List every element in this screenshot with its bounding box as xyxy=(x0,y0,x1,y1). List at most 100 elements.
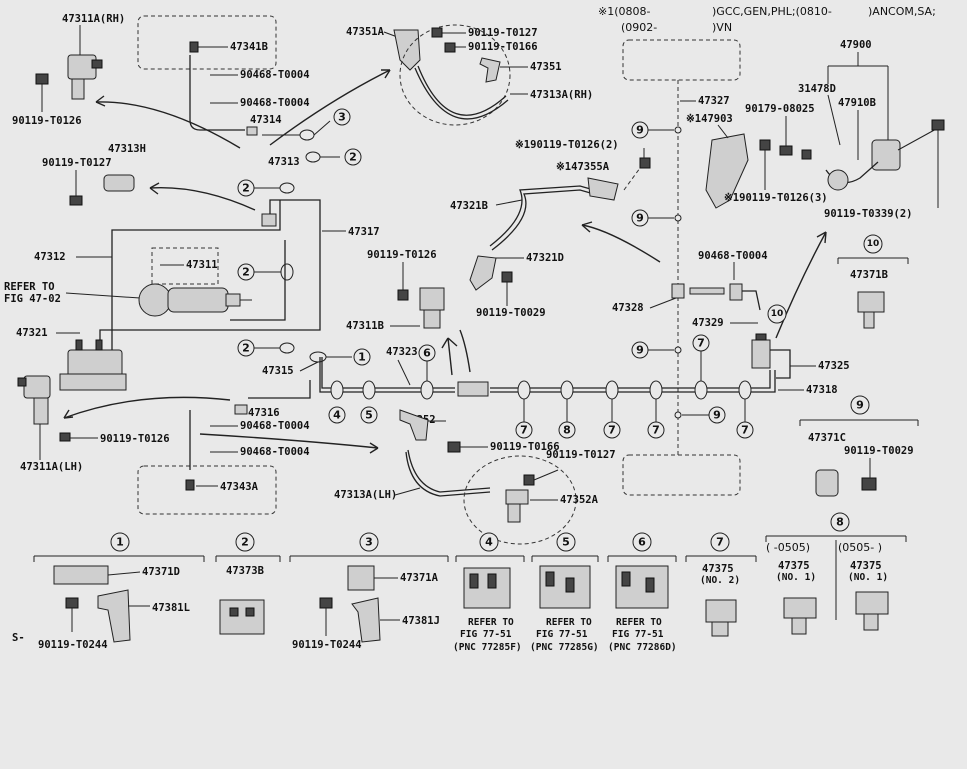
refer-5-c: (PNC 77285G) xyxy=(530,642,599,653)
valve-47311A-RH xyxy=(67,54,103,100)
label-90119-T0029-b: 90119-T0029 xyxy=(844,445,914,457)
label-90119-T0127-c: 90119-T0127 xyxy=(546,449,616,461)
label-47351: 47351 xyxy=(530,61,562,73)
header-line1-b: )GCC,GEN,PHL;(0810- xyxy=(712,5,832,18)
label-90119-T0126-b: 90119-T0126 xyxy=(367,249,437,261)
header-line1-c: )ANCOM,SA; xyxy=(868,5,936,18)
refer-6-b: FIG 77-51 xyxy=(612,629,664,640)
label-90468-T0004-c: 90468-T0004 xyxy=(240,420,310,432)
label-no1-b: (NO. 1) xyxy=(848,572,888,583)
union-joint xyxy=(457,381,489,397)
bracket-147903 xyxy=(705,133,749,209)
svg-text:10: 10 xyxy=(771,309,784,319)
label-47381J: 47381J xyxy=(402,615,440,627)
label-147903: ※147903 xyxy=(686,113,733,125)
link-rod-47328 xyxy=(671,283,761,311)
label-90119-T0126-2: ※190119-T0126(2) xyxy=(515,139,619,151)
range-a: ( -0505) xyxy=(766,541,810,554)
label-47371D: 47371D xyxy=(142,566,180,578)
label-147355A: ※147355A xyxy=(556,161,610,173)
svg-text:4: 4 xyxy=(333,409,341,422)
dashed-ellipse-lh xyxy=(463,455,577,545)
label-no2: (NO. 2) xyxy=(700,575,740,586)
label-90119-T0339-2: 90119-T0339(2) xyxy=(824,208,913,220)
refer-fig4702-a: REFER TO xyxy=(4,281,55,293)
callout-10-a xyxy=(767,304,787,324)
svg-text:2: 2 xyxy=(242,342,250,355)
header-line2-b: )VN xyxy=(712,21,732,34)
refer-fig4702-b: FIG 47-02 xyxy=(4,293,61,305)
ref-box-top-left xyxy=(137,15,277,70)
label-47375-no1-a: 47375 xyxy=(778,560,810,572)
svg-text:7: 7 xyxy=(520,424,528,437)
label-47351A: 47351A xyxy=(346,26,385,38)
sensor-47325 xyxy=(751,333,771,369)
label-90468-T0004-e: 90468-T0004 xyxy=(698,250,768,262)
label-47323: 47323 xyxy=(386,346,418,358)
refer-5-a: REFER TO xyxy=(546,617,592,628)
bottom-group-6: 6 REFER TO FIG 77-51 (PNC 77286D) xyxy=(607,532,677,653)
ref-box-bottom-left xyxy=(137,465,277,515)
label-no1-a: (NO. 1) xyxy=(776,572,816,583)
label-47313A-LH: 47313A(LH) xyxy=(334,489,397,501)
label-47329: 47329 xyxy=(692,317,724,329)
refer-6-a: REFER TO xyxy=(616,617,662,628)
pipe-47321B xyxy=(489,185,595,247)
arrow-to-47311A-RH xyxy=(95,101,241,149)
svg-text:7: 7 xyxy=(716,536,724,549)
svg-text:2: 2 xyxy=(241,536,249,549)
svg-text:1: 1 xyxy=(358,351,366,364)
height-sensor-47900 xyxy=(779,119,945,191)
label-47311B: 47311B xyxy=(346,320,384,332)
label-47313H: 47313H xyxy=(108,143,146,155)
label-90119-T0126-a: 90119-T0126 xyxy=(12,115,82,127)
svg-text:4: 4 xyxy=(485,536,493,549)
label-47311A-RH: 47311A(RH) xyxy=(62,13,125,25)
actuator-47321 xyxy=(59,339,127,391)
label-47321B: 47321B xyxy=(450,200,488,212)
svg-text:3: 3 xyxy=(365,536,373,549)
label-47371A: 47371A xyxy=(400,572,439,584)
pipe-47317 xyxy=(99,199,321,360)
hose-47313A-RH xyxy=(414,67,509,120)
label-47314: 47314 xyxy=(250,114,282,126)
label-90468-T0004-b: 90468-T0004 xyxy=(240,97,310,109)
ref-box-bottom-center xyxy=(622,454,741,496)
svg-text:5: 5 xyxy=(562,536,570,549)
label-90119-T0166-b: 90119-T0166 xyxy=(490,441,560,453)
label-90119-T0126-3: ※190119-T0126(3) xyxy=(724,192,828,204)
bottom-group-1: 1 47371D 47381L 90119-T0244 xyxy=(33,532,205,651)
label-90468-T0004-a: 90468-T0004 xyxy=(240,69,310,81)
callout-9-c xyxy=(850,395,870,415)
label-90119-T0126-c: 90119-T0126 xyxy=(100,433,170,445)
master-cylinder xyxy=(138,283,252,317)
label-47328: 47328 xyxy=(612,302,644,314)
refer-5-b: FIG 77-51 xyxy=(536,629,588,640)
bracket-147355A xyxy=(587,177,619,201)
clip-47371B xyxy=(857,291,885,329)
label-90119-T0029-a: 90119-T0029 xyxy=(476,307,546,319)
dashed-box-47311 xyxy=(151,247,219,285)
label-90119-T0127-a: 90119-T0127 xyxy=(42,157,112,169)
svg-text:9: 9 xyxy=(636,212,644,225)
label-47371B: 47371B xyxy=(850,269,888,281)
hose-47313A-LH xyxy=(405,451,491,497)
bottom-group-5: 5 REFER TO FIG 77-51 (PNC 77285G) xyxy=(530,532,599,653)
svg-text:7: 7 xyxy=(697,337,705,350)
label-47321D: 47321D xyxy=(526,252,564,264)
svg-text:1: 1 xyxy=(116,536,124,549)
valve-47311A-LH xyxy=(17,375,51,425)
label-90119-T0166-a: 90119-T0166 xyxy=(468,41,538,53)
svg-text:7: 7 xyxy=(608,424,616,437)
label-47313: 47313 xyxy=(268,156,300,168)
label-47312: 47312 xyxy=(34,251,66,263)
s-mark: S- xyxy=(12,632,25,644)
label-90468-T0004-d: 90468-T0004 xyxy=(240,446,310,458)
svg-text:3: 3 xyxy=(338,111,346,124)
header-line2-a: (0902- xyxy=(621,21,657,34)
svg-text:9: 9 xyxy=(856,399,864,412)
callout-1 xyxy=(353,348,371,366)
svg-text:8: 8 xyxy=(563,424,571,437)
label-47900: 47900 xyxy=(840,39,872,51)
